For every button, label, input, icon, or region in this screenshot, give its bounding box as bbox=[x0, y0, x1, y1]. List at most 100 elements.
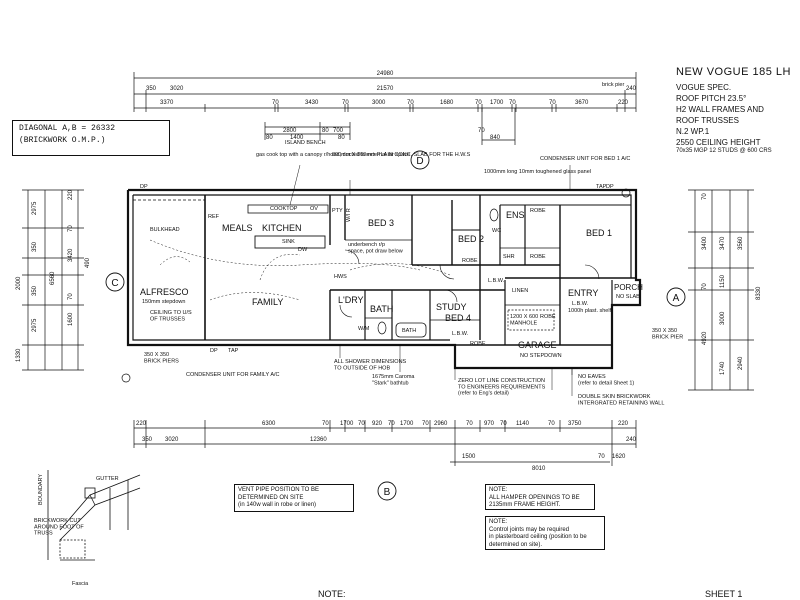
dim-left-2975a: 2975 bbox=[32, 201, 38, 215]
dim-top-70a: 70 bbox=[272, 100, 279, 106]
leader-lines bbox=[289, 164, 573, 396]
dim-right-3560: 3560 bbox=[738, 236, 744, 250]
glass-panel-note: 1000mm long 10mm toughened glass panel bbox=[484, 169, 591, 175]
condenser-top-note: CONDENSER UNIT FOR BED 1 A/C bbox=[540, 156, 630, 162]
dim-bottom-3750: 3750 bbox=[568, 421, 582, 427]
title-wind: N.2 WP.1 bbox=[676, 127, 710, 136]
building-walls bbox=[126, 188, 642, 370]
room-meals: MEALS bbox=[222, 223, 253, 233]
bath-fixture-label: BATH bbox=[402, 328, 416, 334]
dim-island2-80b: 80 bbox=[338, 135, 345, 141]
eave-detail bbox=[47, 470, 141, 561]
dim-left-70a: 70 bbox=[68, 225, 74, 232]
control-joints-note: NOTE: Control joints may be required in … bbox=[485, 516, 605, 550]
dim-top-3020: 3020 bbox=[170, 86, 184, 92]
dim-right-3400: 3400 bbox=[702, 236, 708, 250]
ref-label: REF bbox=[208, 214, 220, 220]
dim-right-70: 70 bbox=[478, 128, 485, 134]
dim-bottom-970: 970 bbox=[484, 421, 495, 427]
brick-pier-top-label: brick pier bbox=[602, 82, 624, 88]
shr-label: SHR bbox=[503, 254, 515, 260]
hws-label: HWS bbox=[334, 274, 347, 280]
room-garage: GARAGE bbox=[518, 340, 557, 350]
bath-note: 1675mm Caroma"Stark" bathtub bbox=[372, 374, 415, 386]
dim-top-350: 350 bbox=[146, 86, 157, 92]
title-frames: H2 WALL FRAMES AND bbox=[676, 105, 764, 114]
dim-bottom-70b: 70 bbox=[358, 421, 365, 427]
dim-left-490: 490 bbox=[85, 257, 91, 268]
dim-top-21570: 21570 bbox=[377, 86, 394, 92]
dim-top-3430: 3430 bbox=[305, 100, 319, 106]
dim-top-3370: 3370 bbox=[160, 100, 174, 106]
dim-left-2975b: 2975 bbox=[32, 318, 38, 332]
room-bed4: BED 4 bbox=[445, 313, 471, 323]
section-d-label: D bbox=[416, 156, 423, 167]
wc-label: WC bbox=[492, 228, 501, 234]
dim-bottom-70c: 70 bbox=[388, 421, 395, 427]
dp-label-1: DP bbox=[140, 184, 148, 190]
slab-note: 800mm X 800mm PLAIN CONC. SLAB FOR THE H… bbox=[332, 152, 471, 158]
robe-shelf-label: 1000h plast. shelf bbox=[568, 308, 612, 314]
section-markers bbox=[105, 150, 686, 501]
dim-left-350b: 350 bbox=[32, 285, 38, 296]
dim-top-1680: 1680 bbox=[440, 100, 454, 106]
sheet-label: SHEET 1 bbox=[705, 589, 742, 599]
dim-right-3000: 3000 bbox=[720, 311, 726, 325]
electrical-wiring bbox=[149, 239, 451, 301]
dim-right-8330: 8330 bbox=[756, 286, 762, 300]
ov-label: OV bbox=[310, 206, 318, 212]
dim-right-1740: 1740 bbox=[720, 361, 726, 375]
tap-label-bottom: TAP bbox=[228, 348, 239, 354]
dim-top-70c: 70 bbox=[407, 100, 414, 106]
dim-right-4920: 4920 bbox=[702, 331, 708, 345]
corner-marker-b bbox=[621, 188, 631, 198]
diagonal-line-2: (BRICKWORK O.M.P.) bbox=[19, 136, 106, 145]
dim-bottom-1140: 1140 bbox=[516, 421, 530, 427]
robe-label-5: ROBE bbox=[540, 314, 556, 320]
no-eaves-note: NO EAVES(refer to detail Sheet 1) bbox=[578, 374, 634, 386]
dim-left-70b: 70 bbox=[68, 293, 74, 300]
room-bed2: BED 2 bbox=[458, 234, 484, 244]
dim-right-3470: 3470 bbox=[720, 236, 726, 250]
gutter-label: GUTTER bbox=[96, 476, 119, 482]
dim-bottom-240: 240 bbox=[626, 437, 637, 443]
dim-top-220: 220 bbox=[618, 100, 629, 106]
dim-left-1330: 1330 bbox=[16, 348, 22, 362]
dim-bottom-1700b: 1700 bbox=[400, 421, 414, 427]
title-studs: 70x35 MGP 12 STUDS @ 600 CRS bbox=[676, 148, 772, 154]
dim-bottom-350: 350 bbox=[142, 437, 153, 443]
dim-bottom-220b: 220 bbox=[618, 421, 629, 427]
tap-label-top: TAP bbox=[596, 184, 607, 190]
condenser-bottom-note: CONDENSER UNIT FOR FAMILY A/C bbox=[186, 372, 280, 378]
room-alfresco: ALFRESCO bbox=[140, 287, 189, 297]
sink-label: SINK bbox=[282, 239, 295, 245]
diagonal-note-box: DIAGONAL A,B = 26332 (BRICKWORK O.M.P.) bbox=[12, 120, 170, 156]
dim-bottom-70g: 70 bbox=[548, 421, 555, 427]
pty-label: PTY bbox=[332, 208, 343, 214]
dim-bottom-70e: 70 bbox=[466, 421, 473, 427]
room-bath: BATH bbox=[370, 304, 393, 314]
dim-bottom-70a: 70 bbox=[322, 421, 329, 427]
section-a-label: A bbox=[673, 293, 680, 304]
dw-label: DW bbox=[298, 247, 308, 253]
dim-top-3670: 3670 bbox=[575, 100, 589, 106]
dim-left-350a: 350 bbox=[32, 241, 38, 252]
corner-marker-a bbox=[121, 373, 131, 383]
robe-label-2: ROBE bbox=[530, 254, 546, 260]
cooktop-label: COOKTOP bbox=[270, 206, 298, 212]
dim-bottom-70d: 70 bbox=[422, 421, 429, 427]
dim-left-2000: 2000 bbox=[16, 276, 22, 290]
vent-pipe-note: VENT PIPE POSITION TO BE DETERMINED ON S… bbox=[234, 484, 354, 512]
dim-left-1600: 1600 bbox=[68, 312, 74, 326]
dim-island2-1400: 1400 bbox=[290, 135, 304, 141]
dim-bottom-220a: 220 bbox=[136, 421, 147, 427]
dim-top-1700: 1700 bbox=[490, 100, 504, 106]
gas-cook-note: gas cook top with a canopy r/hood, ducte… bbox=[256, 152, 410, 158]
